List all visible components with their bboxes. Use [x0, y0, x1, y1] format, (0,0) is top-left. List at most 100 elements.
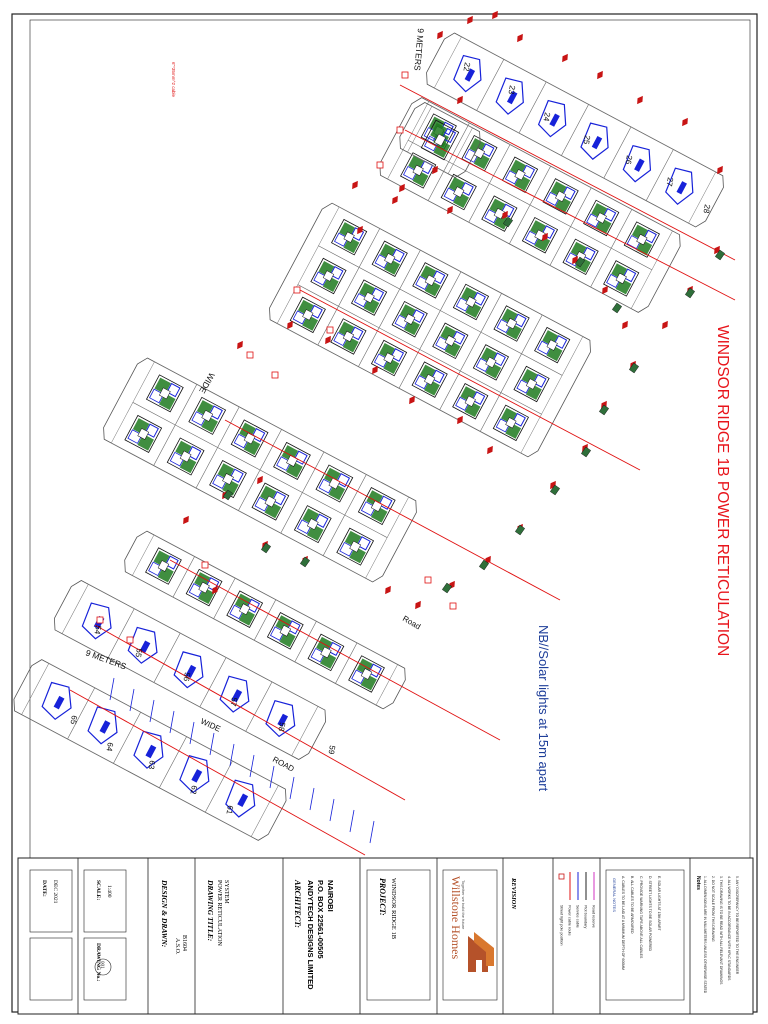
- house-blue-fill: [231, 689, 243, 703]
- house-core: [137, 428, 150, 440]
- house-room-blue: [293, 450, 308, 465]
- house-outline: [336, 527, 375, 566]
- house-outline: [493, 305, 530, 342]
- house-room-blue: [411, 309, 425, 323]
- road-label-road: Road: [401, 614, 422, 631]
- power-cable-route: [169, 559, 501, 741]
- house-room-green: [360, 673, 377, 691]
- design-line-2: B1604: [181, 935, 187, 951]
- block-center: [269, 202, 591, 458]
- house-blue-fill: [145, 744, 157, 759]
- house-blue-outline: [622, 144, 652, 183]
- street-light-marker: [415, 600, 421, 610]
- service-cable: [249, 754, 255, 778]
- house-room-green: [615, 278, 632, 295]
- house-core: [412, 164, 424, 177]
- house-outline: [432, 322, 469, 360]
- note-item: 3. THIS DRAWING IS TO BE READ WITH ALL R…: [719, 876, 723, 985]
- house-room-blue: [455, 396, 470, 411]
- house-room-blue: [313, 271, 328, 286]
- house-room-green: [430, 122, 448, 141]
- house-outline: [420, 113, 457, 150]
- street-light-symbol: [662, 320, 668, 330]
- house-room-blue: [318, 478, 334, 494]
- architect-line-3: NAIROBI: [326, 880, 335, 912]
- service-cable: [309, 787, 315, 811]
- street-light-marker: [212, 585, 218, 595]
- general-notes: A. CABLES TO BE LAID AT A MINIMUM DEPTH …: [621, 876, 661, 970]
- legend-label: Road reserve: [592, 905, 596, 928]
- house-room-blue: [516, 379, 531, 394]
- house-room-green: [514, 174, 531, 191]
- service-cable: [169, 710, 175, 734]
- house-core: [514, 169, 526, 181]
- house-core: [546, 339, 558, 351]
- street-light-marker: [392, 195, 398, 205]
- plot-number: 56: [181, 672, 192, 683]
- house-room-blue: [314, 513, 329, 528]
- house-room-blue: [390, 348, 405, 362]
- street-light-marker: [597, 70, 603, 80]
- house-room-blue: [276, 456, 292, 471]
- street-light-marker: [409, 395, 415, 405]
- transformer-box: [299, 556, 311, 568]
- legend-symbol: [558, 873, 565, 880]
- house-blue-outline: [41, 681, 72, 721]
- street-light-symbol: [392, 195, 398, 205]
- house-outline: [124, 414, 163, 454]
- house-outline: [513, 365, 550, 403]
- power-cable-route: [94, 624, 406, 801]
- house-core: [453, 186, 465, 198]
- house-blue-fill: [591, 136, 603, 150]
- block-lower-green: [124, 530, 406, 710]
- house-core: [383, 352, 395, 364]
- house-core: [159, 387, 171, 400]
- house-room-blue: [370, 287, 385, 302]
- street-light-symbol: [517, 33, 523, 43]
- note-item: 4. ALL WORKS TO BE IN ACCORDANCE WITH KP…: [727, 876, 731, 981]
- house-room-green: [306, 524, 324, 541]
- road-label-meters-top: 9 METERS: [412, 28, 426, 72]
- house-core: [464, 395, 476, 407]
- cable-layer: [69, 84, 736, 856]
- house-room-blue: [403, 165, 418, 181]
- house-room-blue: [480, 143, 495, 157]
- house-core: [525, 378, 538, 390]
- house-core: [157, 560, 170, 572]
- house-room-green: [328, 483, 346, 501]
- block-bottom-blue: [13, 659, 287, 841]
- house-room-green: [198, 587, 215, 605]
- house-core: [238, 603, 251, 616]
- house-core: [201, 410, 214, 422]
- house-outline: [226, 590, 264, 628]
- house-room-blue: [464, 148, 479, 163]
- house-outline: [534, 326, 571, 364]
- house-room-green: [404, 319, 420, 336]
- street-light-symbol: [183, 515, 189, 525]
- house-room-blue: [149, 388, 165, 404]
- transformer-box: [574, 256, 586, 268]
- service-cable: [229, 743, 235, 767]
- house-outline: [266, 612, 304, 650]
- general-note: B. ALL CABLES TO BE ARMOURED: [630, 876, 634, 934]
- street-light-marker: [717, 165, 723, 175]
- street-light-symbol: [717, 165, 723, 175]
- street-light-marker: [372, 365, 378, 375]
- plot-cell: [322, 514, 388, 579]
- house-room-blue: [415, 275, 430, 290]
- house-room-blue: [292, 310, 308, 325]
- street-light-marker: [287, 320, 293, 330]
- house-core: [306, 518, 319, 530]
- house-blue-fill: [277, 713, 289, 727]
- house-core: [424, 373, 436, 386]
- transformer-box: [549, 484, 561, 496]
- house-room-blue: [378, 495, 393, 510]
- road-label-meters-left: 9 METERS: [84, 647, 128, 671]
- willstone-logo: [468, 932, 494, 972]
- street-light-marker: [183, 515, 189, 525]
- house-room-green: [363, 297, 380, 314]
- house-core: [349, 540, 361, 553]
- house-core: [363, 291, 375, 304]
- house-core: [279, 624, 292, 637]
- legend-label: Service cable: [576, 905, 580, 928]
